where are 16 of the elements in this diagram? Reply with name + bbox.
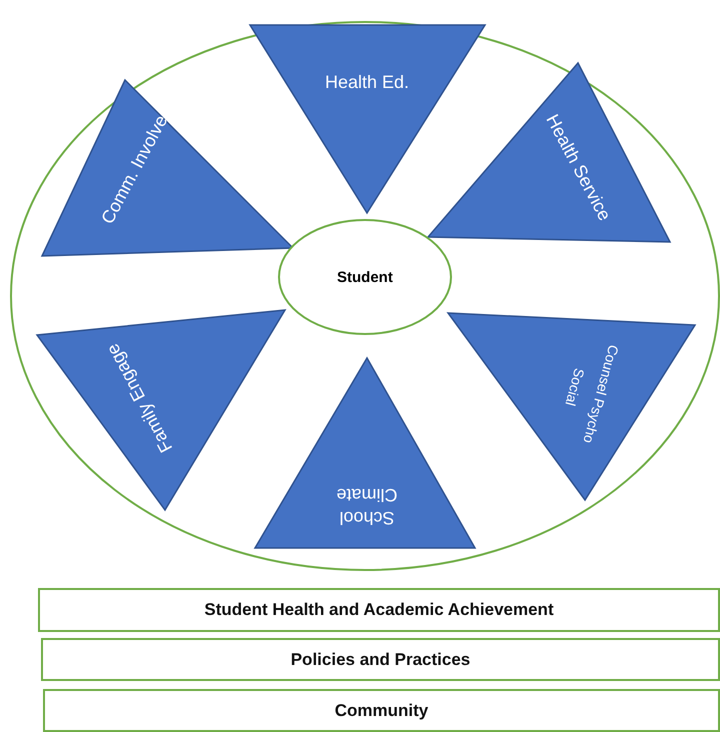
triangle-segment xyxy=(248,24,486,214)
segment-label: Health Ed. xyxy=(324,71,410,94)
segment-label: School Climate xyxy=(336,482,399,528)
triangle-segment xyxy=(446,312,696,502)
triangle-segment xyxy=(426,62,672,243)
band-label: Student Health and Academic Achievement xyxy=(204,600,554,620)
layer-band xyxy=(38,588,720,632)
center-ellipse xyxy=(278,219,452,335)
layer-band xyxy=(43,689,720,732)
segment-label: Counsel Psycho Social xyxy=(562,342,623,447)
triangle-segment xyxy=(36,309,286,512)
triangle-segment xyxy=(254,356,476,549)
band-label: Community xyxy=(334,700,428,720)
band-label: Policies and Practices xyxy=(290,650,470,670)
layer-band xyxy=(41,638,720,681)
center-label: Student xyxy=(337,268,393,286)
